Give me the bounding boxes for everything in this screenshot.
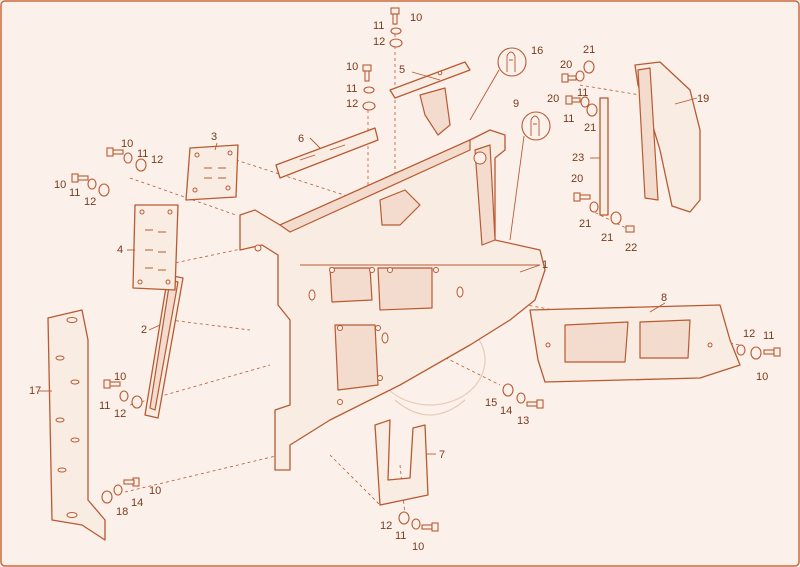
callout-11-f: 11	[395, 530, 406, 542]
bolt-group-8	[736, 344, 781, 360]
bolt-group-top	[389, 7, 403, 48]
callout-11-i: 11	[563, 113, 574, 125]
part-5-bracket	[389, 61, 471, 136]
part-9-clip	[509, 111, 551, 241]
bolt-group-7	[398, 511, 439, 532]
part-16-clip	[469, 47, 527, 121]
hardware	[71, 7, 781, 532]
callout-10-e: 10	[114, 371, 126, 383]
callout-21-a: 21	[583, 44, 595, 56]
bolt-group-5	[362, 64, 376, 111]
callout-10-b: 10	[346, 61, 358, 73]
callout-12-c: 12	[151, 154, 163, 166]
callout-labels: 10 11 12 16 5 10 11 12 9 6 3 10 11 12 10…	[29, 12, 774, 553]
callout-21-c: 21	[579, 218, 591, 230]
callout-11-h: 11	[577, 87, 588, 99]
callout-14-b: 14	[500, 405, 512, 417]
callout-11-d: 11	[69, 187, 80, 199]
callout-11-a: 11	[373, 20, 384, 32]
callout-12-a: 12	[373, 36, 385, 48]
callout-10-h: 10	[756, 371, 768, 383]
callout-17: 17	[29, 385, 41, 397]
callout-1: 1	[542, 259, 548, 271]
part-2-bar	[144, 274, 184, 419]
part-19-shield	[634, 61, 701, 213]
part-4-plate	[132, 204, 179, 291]
callout-10-f: 10	[149, 485, 161, 497]
callout-8: 8	[661, 292, 667, 304]
callout-11-b: 11	[346, 83, 357, 95]
callout-9: 9	[513, 98, 519, 110]
callout-11-e: 11	[99, 400, 110, 412]
part-7-u-bracket	[374, 419, 429, 506]
part-17-strip	[47, 309, 106, 541]
part-8-side-plate	[529, 304, 741, 383]
bolt-group-4	[71, 173, 110, 197]
callout-20-b: 20	[547, 93, 559, 105]
callout-6: 6	[298, 133, 304, 145]
bolt-group-23-top	[561, 60, 598, 117]
callout-2: 2	[141, 324, 147, 336]
callout-21-d: 21	[601, 232, 613, 244]
callout-10-d: 10	[54, 179, 66, 191]
callout-12-g: 12	[743, 328, 755, 340]
callout-15: 15	[485, 397, 497, 409]
callout-11-g: 11	[763, 330, 774, 342]
part-3-plate	[185, 144, 239, 201]
callout-10-a: 10	[410, 12, 422, 24]
callout-20-c: 20	[571, 173, 583, 185]
callout-11-c: 11	[137, 148, 148, 160]
callout-5: 5	[399, 64, 405, 76]
callout-21-b: 21	[584, 122, 596, 134]
callout-18: 18	[116, 506, 128, 518]
callout-23: 23	[572, 152, 584, 164]
callout-10-c: 10	[121, 138, 133, 150]
bolt-group-3	[106, 147, 147, 172]
label-leaders	[38, 71, 698, 455]
bolt-group-17	[101, 477, 140, 504]
part-6-rail	[275, 127, 379, 179]
part-1-main-frame	[239, 129, 546, 471]
callout-13: 13	[517, 415, 529, 427]
callout-20-a: 20	[560, 59, 572, 71]
callout-12-d: 12	[84, 196, 96, 208]
callout-14-a: 14	[131, 497, 143, 509]
callout-7: 7	[439, 449, 445, 461]
bolt-group-23-bottom	[573, 192, 635, 233]
callout-4: 4	[117, 244, 123, 256]
callout-22: 22	[625, 242, 637, 254]
callout-19: 19	[697, 93, 709, 105]
bolt-group-1	[502, 383, 544, 409]
callout-16: 16	[531, 45, 543, 57]
part-23-bar	[599, 97, 609, 216]
callout-3: 3	[211, 131, 217, 143]
callout-12-b: 12	[346, 98, 358, 110]
bolt-group-2	[103, 379, 143, 409]
callout-12-f: 12	[380, 520, 392, 532]
callout-10-g: 10	[412, 541, 424, 553]
callout-12-e: 12	[114, 408, 126, 420]
